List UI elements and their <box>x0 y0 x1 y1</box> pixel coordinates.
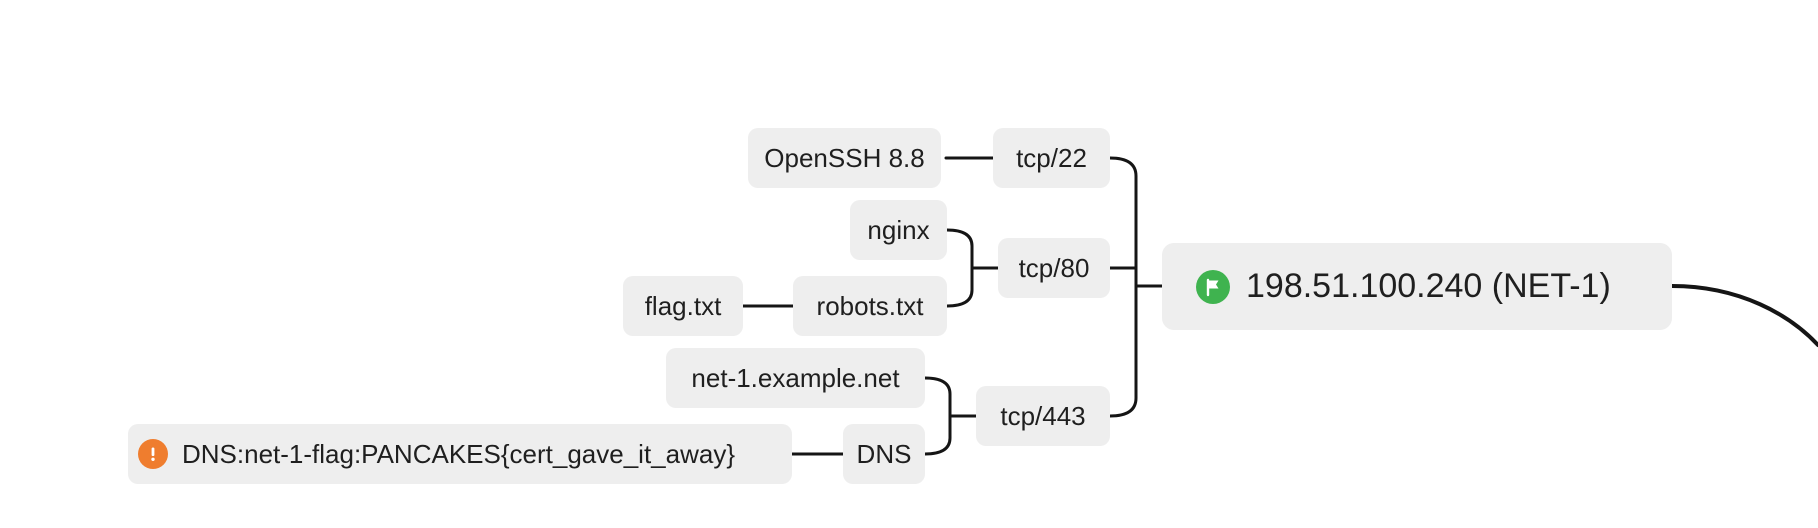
dns-flag-node[interactable]: DNS:net-1-flag:PANCAKES{cert_gave_it_awa… <box>128 424 792 484</box>
root-outgoing-connector <box>1670 284 1818 347</box>
file-node-robots-txt[interactable]: robots.txt <box>793 276 947 336</box>
exclamation-icon <box>138 439 168 469</box>
host-node-root[interactable]: 198.51.100.240 (NET-1) <box>1162 243 1672 330</box>
tcp80-bracket <box>945 228 974 308</box>
port-label: tcp/22 <box>1016 142 1087 173</box>
tcp443-bracket <box>923 376 952 456</box>
host-label: 198.51.100.240 (NET-1) <box>1246 267 1611 305</box>
dns-node[interactable]: DNS <box>843 424 925 484</box>
dns-flag-label: DNS:net-1-flag:PANCAKES{cert_gave_it_awa… <box>182 438 736 469</box>
port-label: tcp/80 <box>1018 252 1090 283</box>
dns-label: DNS <box>856 438 912 469</box>
file-label: robots.txt <box>816 290 924 321</box>
service-label: OpenSSH 8.8 <box>764 142 925 173</box>
flag-icon <box>1196 269 1230 304</box>
service-label: nginx <box>867 214 930 245</box>
ports-bracket <box>1108 156 1138 418</box>
port-node-tcp443[interactable]: tcp/443 <box>976 386 1110 446</box>
file-label: flag.txt <box>644 290 722 321</box>
port-node-tcp22[interactable]: tcp/22 <box>993 128 1110 188</box>
service-node-nginx[interactable]: nginx <box>850 200 947 260</box>
port-node-tcp80[interactable]: tcp/80 <box>998 238 1110 298</box>
port-label: tcp/443 <box>1000 400 1086 431</box>
domain-label: net-1.example.net <box>691 362 900 393</box>
domain-node[interactable]: net-1.example.net <box>666 348 925 408</box>
service-node-openssh[interactable]: OpenSSH 8.8 <box>748 128 941 188</box>
file-node-flag-txt[interactable]: flag.txt <box>623 276 743 336</box>
